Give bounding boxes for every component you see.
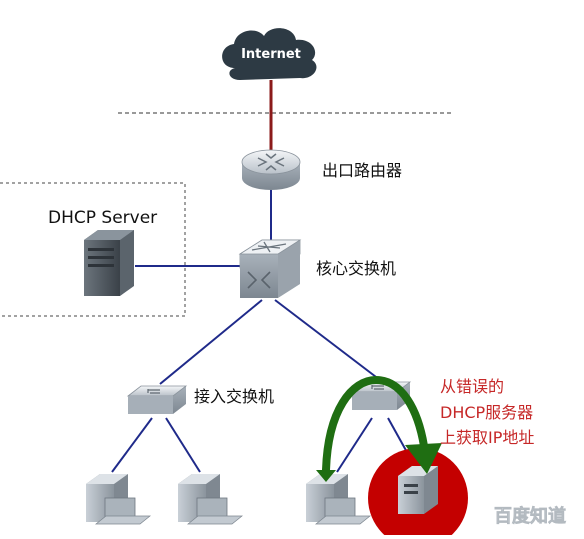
access-switch-label: 接入交换机 (194, 387, 274, 406)
internet-label: Internet (241, 47, 301, 62)
wrong-ip-arrow-icon (316, 375, 442, 482)
exit-router-label: 出口路由器 (322, 161, 402, 180)
exit-router-icon (241, 149, 301, 190)
dhcp-server-label: DHCP Server (48, 208, 157, 228)
annotation-line-1: 从错误的 (440, 377, 504, 396)
watermark-text: 百度知道 (494, 505, 566, 527)
core-switch-label: 核心交换机 (316, 259, 396, 278)
rogue-dhcp-annotation: 从错误的 DHCP服务器 上获取IP地址 (440, 377, 534, 447)
link-core-access-right (274, 299, 381, 381)
link-left-pc1 (111, 417, 153, 473)
internet-cloud-icon: Internet (222, 28, 317, 80)
pc-right-icon (306, 474, 371, 525)
link-right-pc3 (336, 417, 373, 473)
watermark: 百度知道 (494, 505, 567, 528)
dhcp-server-icon (84, 230, 134, 296)
link-left-pc2 (165, 417, 201, 473)
dhcp-server-zone (0, 182, 186, 317)
annotation-line-2: DHCP服务器 (440, 403, 533, 422)
pc-left-1-icon (86, 474, 151, 525)
link-core-access-left (159, 299, 263, 385)
annotation-line-3: 上获取IP地址 (440, 428, 534, 447)
core-switch-icon (238, 239, 302, 298)
pc-left-2-icon (178, 474, 243, 525)
access-switch-left-icon (126, 385, 188, 414)
rogue-dhcp-pc-icon (398, 466, 438, 514)
